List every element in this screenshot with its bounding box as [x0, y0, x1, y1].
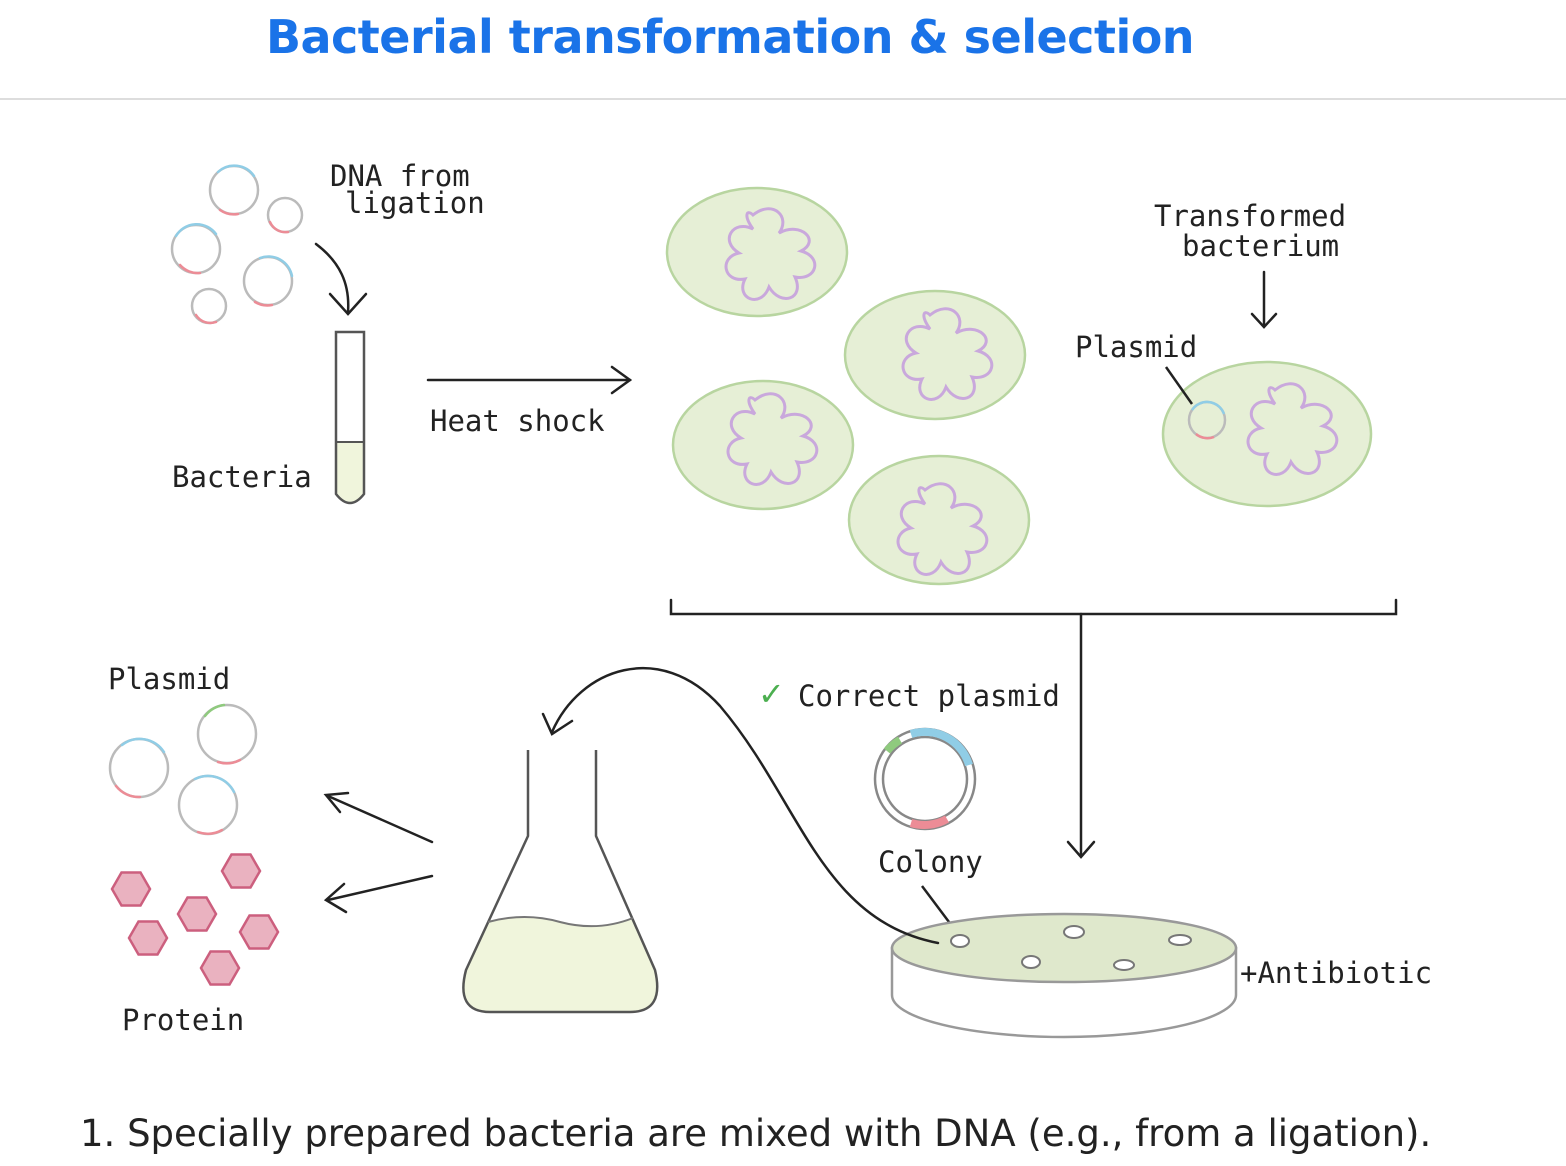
- colony-dot: [1168, 934, 1192, 946]
- plasmid-icon: [190, 287, 228, 325]
- dna-plasmids: [170, 164, 304, 325]
- colonies: [950, 925, 1192, 971]
- test-tube: [334, 330, 366, 505]
- bacteria-cells: [665, 186, 1373, 586]
- heat-shock-arrow: [426, 365, 633, 395]
- transformed-arrow: [1250, 270, 1278, 329]
- protein-hexagon: [238, 914, 280, 950]
- protein-hexagon: [220, 853, 262, 889]
- colony-dot: [1021, 955, 1041, 969]
- heat-shock-label: Heat shock: [430, 404, 605, 438]
- step-caption: 1. Specially prepared bacteria are mixed…: [80, 1112, 1432, 1155]
- bacterium-label: bacterium: [1182, 229, 1339, 263]
- protein-products: [110, 853, 280, 986]
- plasmid-icon: [196, 703, 258, 765]
- plasmid-icon: [208, 164, 260, 216]
- protein-label: Protein: [122, 1003, 244, 1037]
- pick-colony-arrow: [541, 667, 940, 945]
- plasmid-pointer: [1164, 366, 1194, 405]
- dna-from-label: DNA from: [330, 159, 470, 193]
- petri-dish: [890, 912, 1238, 1039]
- plasmid-icon: [170, 222, 222, 275]
- plasmid-icon: [177, 774, 239, 836]
- colony-dot: [950, 934, 970, 948]
- selection-bracket: [669, 598, 1398, 859]
- protein-hexagon: [199, 950, 241, 986]
- check-icon: ✓: [758, 675, 785, 713]
- colony-dot: [1113, 959, 1135, 971]
- bacterium-cell: [843, 289, 1027, 421]
- plasmid-label-top: Plasmid: [1075, 330, 1197, 364]
- transformed-bacterium: [1161, 360, 1373, 508]
- transformation-diagram: DNA from ligation Bacteria Heat shock: [108, 159, 1432, 1039]
- plasmid-products: [108, 703, 258, 836]
- plasmid-icon: [242, 255, 294, 307]
- title-divider: [0, 98, 1566, 100]
- protein-hexagon: [127, 920, 169, 956]
- protein-hexagon: [176, 896, 218, 932]
- ligation-label: ligation: [345, 186, 485, 220]
- antibiotic-label: +Antibiotic: [1240, 956, 1432, 990]
- colony-label: Colony: [878, 845, 983, 879]
- dna-arrow: [314, 242, 368, 316]
- plasmid-label-bottom: Plasmid: [108, 662, 230, 696]
- diagram-title: Bacterial transformation & selection: [265, 10, 1195, 64]
- bacterium-cell: [671, 379, 855, 511]
- bacteria-label: Bacteria: [172, 460, 312, 494]
- bacterium-cell: [665, 186, 849, 318]
- colony-dot: [1063, 925, 1085, 939]
- plasmid-icon: [266, 196, 304, 234]
- bacterium-cell: [847, 454, 1031, 586]
- protein-hexagon: [110, 871, 152, 907]
- correct-plasmid-icon: [873, 727, 977, 831]
- product-arrows: [323, 791, 434, 914]
- correct-plasmid-label: Correct plasmid: [798, 679, 1060, 713]
- transformed-label: Transformed: [1154, 199, 1346, 233]
- plasmid-icon: [1187, 400, 1227, 440]
- plasmid-icon: [108, 737, 170, 799]
- culture-flask: [462, 750, 659, 1014]
